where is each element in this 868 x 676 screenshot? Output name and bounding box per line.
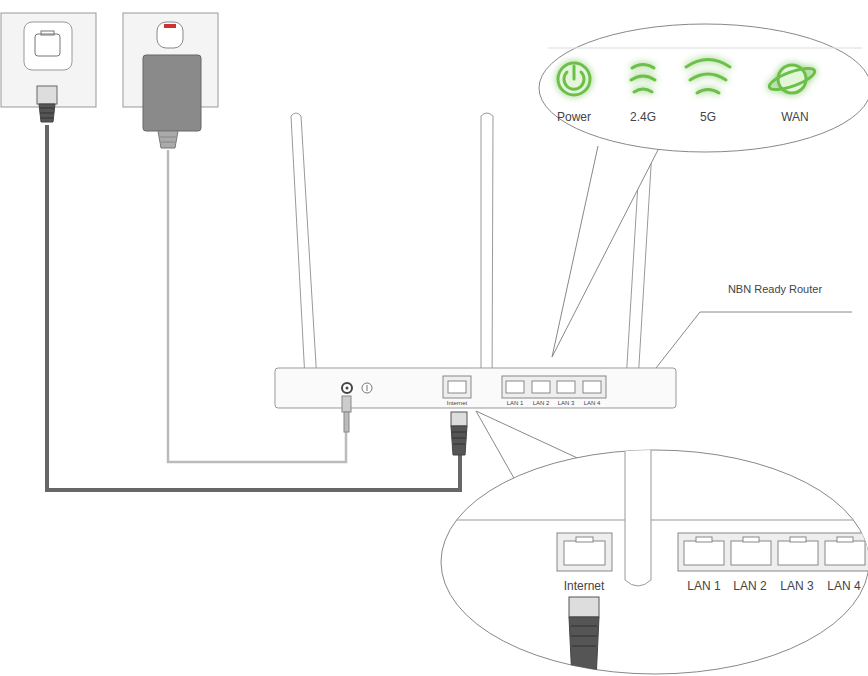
led-icons	[558, 60, 817, 96]
ethernet-cable	[47, 125, 460, 490]
power-adapter	[143, 55, 201, 131]
port-label: LAN 1	[687, 580, 720, 592]
power-jack	[342, 383, 352, 393]
port-label: Internet	[447, 400, 467, 406]
port-label: LAN 2	[733, 580, 766, 592]
internet-port-zoom	[557, 533, 612, 571]
antenna	[481, 113, 493, 398]
port-label: LAN 4	[827, 580, 860, 592]
router-body	[275, 368, 676, 408]
antenna	[291, 113, 318, 398]
callout-pointer	[552, 146, 660, 357]
led-label: 2.4G	[630, 111, 656, 123]
led-callout	[539, 24, 868, 152]
ethernet-socket	[24, 22, 72, 70]
led-label: WAN	[781, 111, 809, 123]
port-label: LAN 4	[584, 400, 601, 406]
port-label: LAN 2	[533, 400, 550, 406]
lan-ports	[502, 376, 606, 398]
led-label: Power	[557, 111, 591, 123]
power-switch	[157, 22, 183, 48]
rj45-plug	[451, 412, 467, 426]
power-button	[362, 383, 372, 393]
port-zoom	[441, 450, 868, 674]
wall-plate	[1, 13, 96, 107]
port-label: Internet	[564, 580, 605, 592]
product-label: NBN Ready Router	[728, 284, 822, 295]
port-label: LAN 1	[507, 400, 524, 406]
port-label: LAN 3	[780, 580, 813, 592]
internet-port	[443, 376, 471, 398]
lan-ports-zoom	[678, 533, 868, 571]
leader-line	[656, 312, 852, 368]
rj45-plug	[37, 86, 57, 104]
dc-plug	[342, 396, 351, 412]
rj45-plug	[569, 597, 599, 617]
port-label: LAN 3	[558, 400, 575, 406]
led-label: 5G	[700, 111, 716, 123]
power-cable	[168, 150, 346, 462]
socket-port	[35, 34, 60, 56]
